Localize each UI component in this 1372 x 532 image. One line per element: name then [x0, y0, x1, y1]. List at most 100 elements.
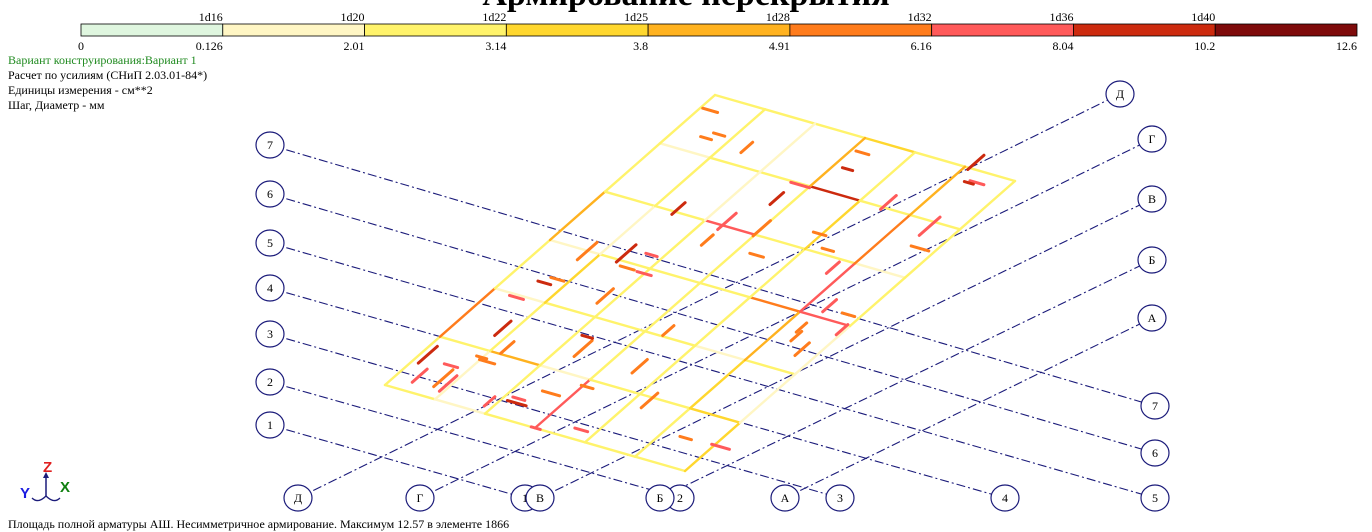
rebar-segment [493, 238, 552, 290]
rebar-segment [483, 364, 542, 415]
rebar-accent [507, 293, 525, 301]
rebar-segment [683, 421, 742, 473]
axis-bubble-circle [255, 320, 285, 348]
triad-y-label: Y [20, 485, 30, 502]
rebar-segment [588, 378, 642, 396]
axis-bubble-circle [645, 484, 675, 512]
rebar-accent [432, 368, 455, 389]
rebar-segment [533, 378, 592, 430]
rebar-accent [635, 270, 653, 278]
axis-bubble-num-left: 5 [255, 229, 285, 257]
rebar-segment [433, 398, 487, 415]
legend-value-label: 0.126 [196, 39, 223, 53]
rebar-accent [739, 140, 755, 155]
rebar-accent [820, 246, 836, 253]
units-label: Единицы измерения - см**2 [8, 83, 153, 97]
rebar-segment [488, 349, 542, 367]
axis-bubble-label: Б [1149, 253, 1156, 267]
rebar-accent [639, 391, 660, 410]
rebar-segment [658, 142, 712, 159]
axis-bubble-label: 1 [522, 491, 528, 505]
grid-axis-line [269, 193, 1156, 454]
grid-axis-line [784, 317, 1153, 499]
rebar-segment [743, 310, 802, 362]
axis-bubble-circle [770, 484, 800, 512]
legend-value-label: 3.8 [633, 39, 648, 53]
rebar-segment [763, 108, 817, 125]
rebar-accent [699, 135, 713, 142]
rebar-segment [583, 441, 637, 458]
rebar-segment [748, 296, 802, 313]
legend-bar-label: 1d22 [482, 10, 506, 24]
axis-bubble-num-left: 4 [255, 274, 285, 302]
axis-bubble-label: 7 [267, 138, 273, 152]
axis-bubble-circle [1137, 125, 1167, 153]
rebar-segment [703, 170, 762, 222]
axis-bubble-letter-bottom: Д [283, 484, 313, 512]
rebar-segment [588, 330, 647, 381]
axis-bubble-letter-top: А [1137, 304, 1167, 332]
axis-bubble-label: 4 [267, 281, 273, 295]
status-bar: Площадь полной арматуры АШ. Несимметричн… [8, 517, 510, 531]
axis-bubble-letter-bottom: Г [405, 484, 435, 512]
axis-bubble-label: 3 [837, 491, 843, 505]
legend-bar-label: 1d28 [766, 10, 790, 24]
rebar-segment [643, 330, 697, 347]
axis-bubble-letter-top: Г [1137, 125, 1167, 153]
axis-bubble-circle [1137, 304, 1167, 332]
rebar-segment [648, 267, 702, 285]
calculation-label: Расчет по усилиям (СНиП 2.03.01-84*) [8, 68, 208, 82]
axis-bubble-num-right: 6 [1140, 439, 1170, 467]
rebar-accent [789, 329, 804, 343]
axis-bubble-circle [255, 274, 285, 302]
rebar-segment [648, 219, 707, 270]
rebar-accent [710, 442, 731, 451]
rebar-accent [416, 344, 439, 365]
rebar-accent [661, 324, 676, 338]
rebar-accent [614, 243, 638, 264]
rebar-accent [712, 131, 727, 138]
rebar-segment [808, 185, 862, 202]
rebar-accent [618, 264, 636, 272]
axis-bubble-label: Г [1149, 132, 1156, 146]
rebar-accent [716, 211, 738, 231]
rebar-accent [824, 260, 841, 275]
rebar-segment [748, 247, 807, 299]
legend-value-label: 12.6 [1336, 39, 1357, 53]
rebar-segment [913, 151, 967, 168]
rebar-accent [595, 287, 615, 305]
axis-bubble-circle [255, 229, 285, 257]
axis-bubble-letter-top: Д [1105, 80, 1135, 108]
axis-bubble-label: 5 [267, 236, 273, 250]
coordinate-triad-icon: Z Y X [20, 462, 70, 502]
legend-value-label: 2.01 [344, 39, 365, 53]
axis-bubble-label: В [1148, 192, 1156, 206]
legend-value-label: 8.04 [1052, 39, 1073, 53]
rebar-accent [834, 323, 850, 337]
axis-bubble-label: 4 [1002, 491, 1008, 505]
rebar-segment [383, 383, 437, 401]
rebar-segment [863, 136, 917, 154]
legend-value-label: 6.16 [911, 39, 932, 53]
rebar-accent [811, 230, 828, 238]
rebar-segment [598, 253, 652, 270]
rebar-segment [543, 301, 597, 319]
axis-bubble-label: А [1148, 311, 1157, 325]
rebar-segment [708, 156, 762, 174]
rebar-accent [437, 374, 459, 393]
axis-bubble-letter-bottom: Б [645, 484, 675, 512]
rebar-accent [579, 383, 595, 391]
axis-bubble-label: А [781, 491, 790, 505]
grid-axes [269, 93, 1156, 499]
grid-axis-line [269, 381, 681, 499]
rebar-accent [499, 340, 516, 355]
rebar-segment [643, 281, 702, 333]
axis-bubble-circle [825, 484, 855, 512]
rebar-segment [853, 262, 907, 279]
axis-bubble-label: 2 [267, 375, 273, 389]
rebar-segment [903, 228, 962, 279]
rebar-segment [848, 276, 907, 328]
